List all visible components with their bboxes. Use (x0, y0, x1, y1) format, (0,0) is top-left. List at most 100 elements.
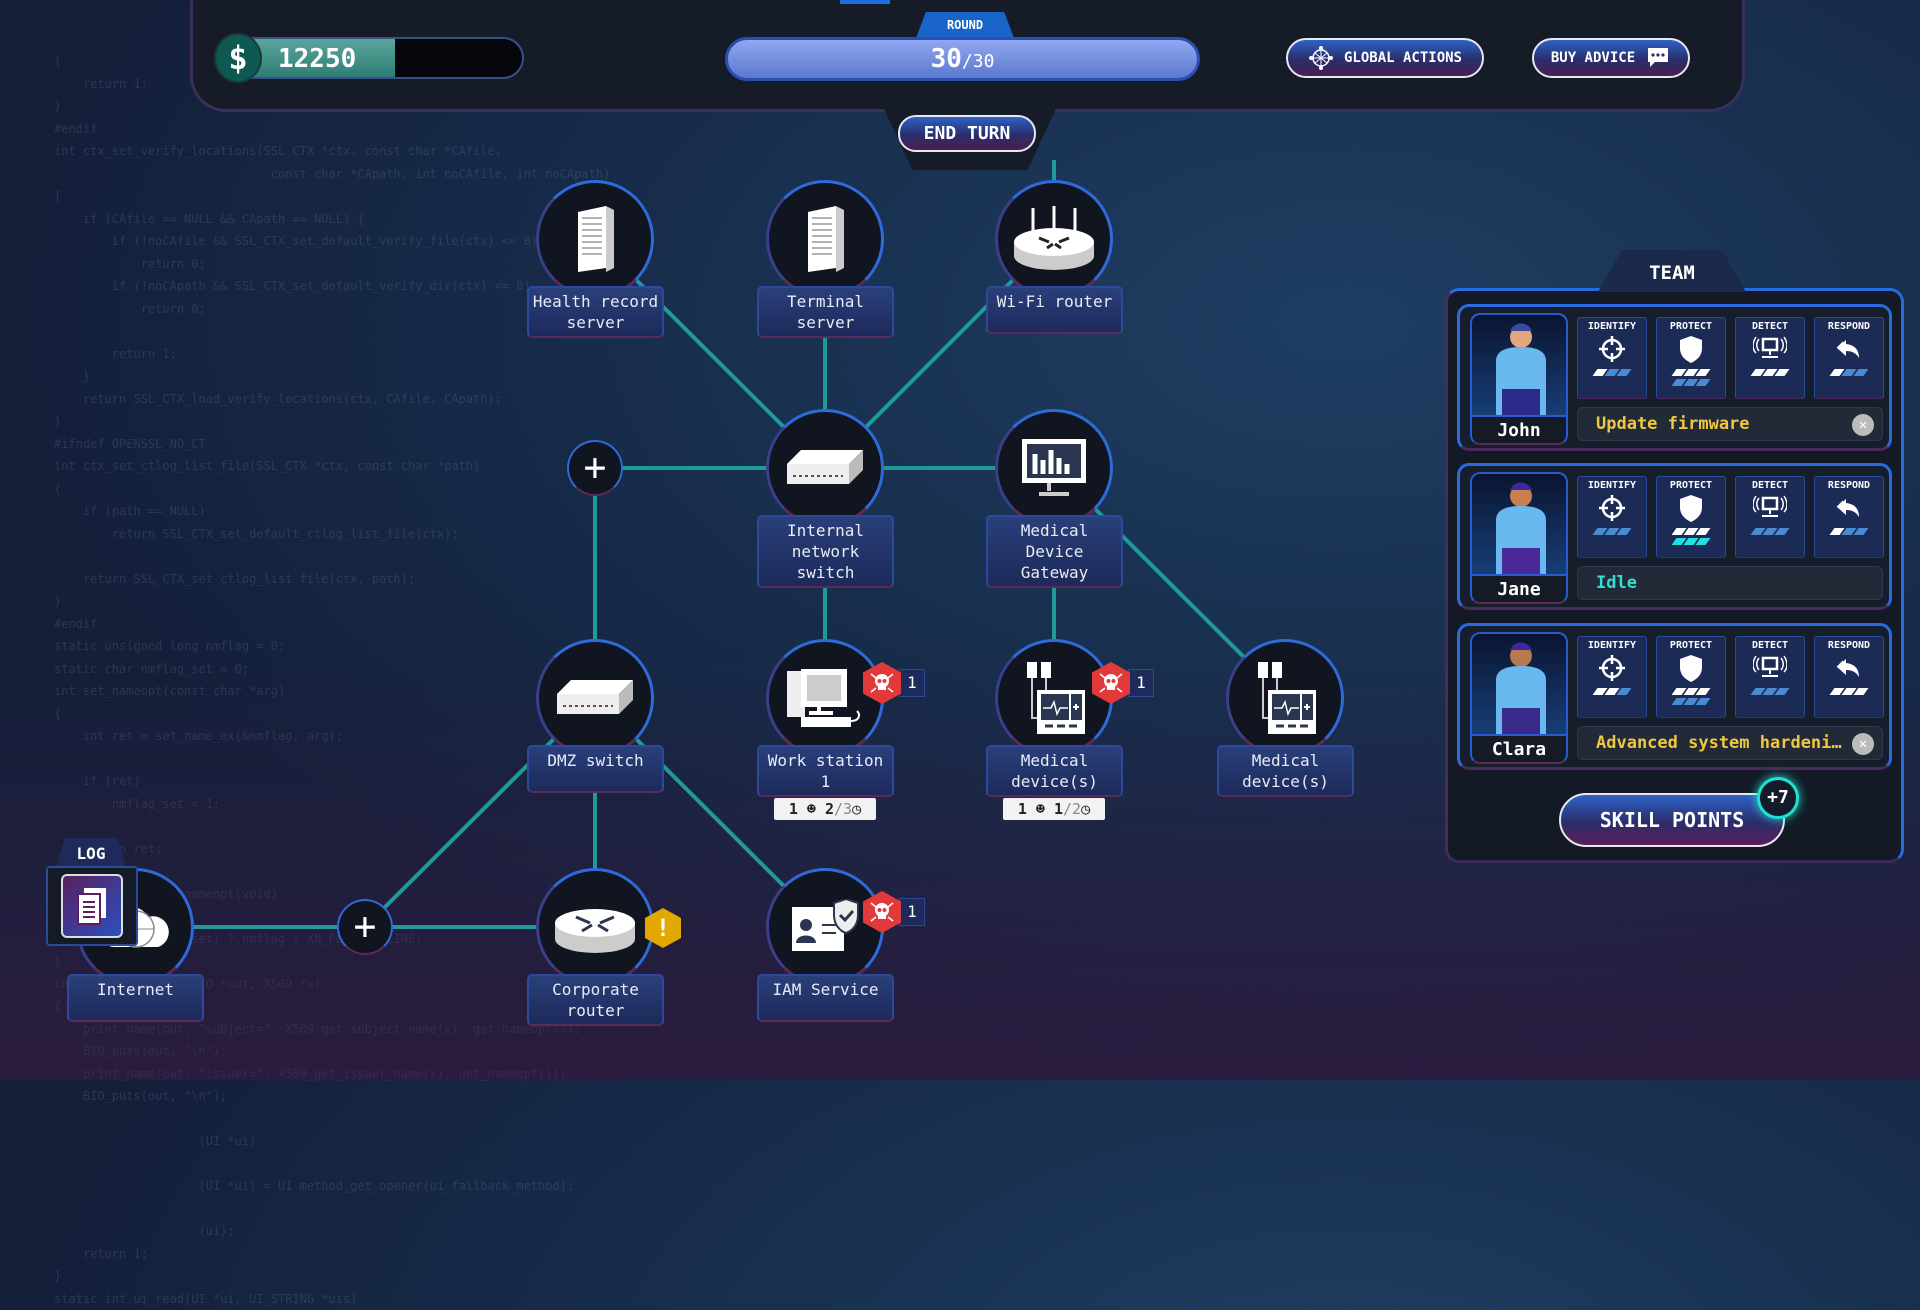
node-terminal[interactable] (766, 180, 884, 298)
node-label[interactable]: Work station 1 (757, 745, 894, 797)
skill-level-bar (1815, 369, 1883, 378)
server-icon (800, 204, 850, 274)
skill-identify[interactable]: IDENTIFY (1577, 476, 1647, 558)
router-icon (552, 897, 638, 957)
skill-identify[interactable]: IDENTIFY (1577, 636, 1647, 718)
node-label[interactable]: Medical device(s) (986, 745, 1123, 797)
end-turn-button[interactable]: END TURN (898, 115, 1036, 152)
server-icon (570, 204, 620, 274)
skill-respond[interactable]: RESPOND (1814, 636, 1884, 718)
skill-detect[interactable]: DETECT (1735, 317, 1805, 399)
node-label[interactable]: IAM Service (757, 974, 894, 1022)
node-label[interactable]: Health record server (527, 286, 664, 338)
malware-skull-icon (863, 891, 901, 933)
node-label[interactable]: Internet (67, 974, 204, 1022)
task-name: Advanced system hardeni… (1596, 733, 1842, 753)
member-name: Clara (1472, 734, 1566, 762)
add-node-button[interactable]: + (337, 899, 393, 955)
skill-pip (1695, 538, 1711, 545)
cancel-task-icon[interactable]: ✕ (1852, 414, 1874, 436)
task-progress: 2 (825, 800, 835, 818)
dollar-icon: $ (214, 33, 262, 83)
task-total: /3 (834, 800, 853, 818)
crosshair-icon (1599, 336, 1625, 362)
add-node-button[interactable]: + (567, 440, 623, 496)
skill-level-bar (1657, 528, 1725, 537)
node-label[interactable]: Terminal server (757, 286, 894, 338)
node-stats: 1 ☻ 2/3◷ (774, 798, 876, 820)
wifi-router-icon (1011, 204, 1097, 274)
skill-label: RESPOND (1827, 480, 1871, 491)
node-label[interactable]: Medical Device Gateway (986, 515, 1123, 588)
node-meddev1[interactable] (995, 639, 1113, 757)
cancel-task-icon[interactable]: ✕ (1852, 733, 1874, 755)
assigned-users: 1 (788, 800, 798, 818)
skill-level-bar (1657, 369, 1725, 378)
skill-protect[interactable]: PROTECT (1656, 636, 1726, 718)
round-total: /30 (961, 51, 995, 72)
skill-respond[interactable]: RESPOND (1814, 317, 1884, 399)
node-internal[interactable] (766, 409, 884, 527)
threat-badge[interactable]: 1 (1092, 662, 1154, 704)
node-wifi[interactable] (995, 180, 1113, 298)
round-current: 30 (930, 44, 962, 74)
skill-points-button[interactable]: SKILL POINTS (1559, 793, 1785, 847)
skill-pip (1774, 688, 1790, 695)
node-gateway[interactable] (995, 409, 1113, 527)
node-corprouter[interactable] (536, 868, 654, 986)
skill-label: DETECT (1751, 480, 1789, 491)
node-dmz[interactable] (536, 639, 654, 757)
threat-badge[interactable]: 1 (863, 891, 925, 933)
person-figure-icon (1496, 482, 1546, 578)
avatar: Jane (1470, 472, 1568, 604)
skill-pip (1853, 688, 1869, 695)
network-monitor-icon (1752, 655, 1788, 677)
member-task[interactable]: Update firmware✕ (1577, 407, 1883, 441)
node-label[interactable]: DMZ switch (527, 745, 664, 793)
skill-label: IDENTIFY (1587, 321, 1637, 332)
node-label[interactable]: Internal network switch (757, 515, 894, 588)
node-health[interactable] (536, 180, 654, 298)
node-label[interactable]: Medical device(s) (1217, 745, 1354, 797)
team-title: TEAM (1598, 250, 1746, 292)
log-button[interactable] (46, 866, 138, 946)
global-actions-label: GLOBAL ACTIONS (1343, 50, 1462, 66)
node-meddev2[interactable] (1226, 639, 1344, 757)
money-value: 12250 (278, 44, 357, 74)
skill-level-bar (1657, 538, 1725, 547)
threat-badge[interactable]: 1 (863, 662, 925, 704)
skill-pip (1695, 688, 1711, 695)
person-figure-icon (1496, 642, 1546, 738)
buy-advice-label: BUY ADVICE (1550, 50, 1636, 66)
background-code: { return 1; } #endif int ctx_set_verify_… (54, 54, 611, 1306)
skill-identify[interactable]: IDENTIFY (1577, 317, 1647, 399)
id-card-icon (790, 899, 860, 955)
skill-detect[interactable]: DETECT (1735, 476, 1805, 558)
skill-respond[interactable]: RESPOND (1814, 476, 1884, 558)
warning-badge[interactable]: ! (645, 908, 681, 948)
buy-advice-button[interactable]: BUY ADVICE (1532, 38, 1690, 78)
skill-label: IDENTIFY (1587, 640, 1637, 651)
crosshair-icon (1599, 655, 1625, 681)
skill-protect[interactable]: PROTECT (1656, 317, 1726, 399)
member-task[interactable]: Advanced system hardeni… ✕ (1577, 726, 1883, 760)
skill-label: PROTECT (1669, 480, 1713, 491)
malware-skull-icon (863, 662, 901, 704)
member-name: John (1472, 415, 1566, 443)
assigned-users: 1 (1017, 800, 1027, 818)
skill-level-bar (1815, 528, 1883, 537)
global-actions-button[interactable]: GLOBAL ACTIONS (1286, 38, 1484, 78)
skill-level-bar (1736, 688, 1804, 697)
skill-detect[interactable]: DETECT (1735, 636, 1805, 718)
node-label[interactable]: Corporate router (527, 974, 664, 1026)
member-task[interactable]: Idle (1577, 566, 1883, 600)
skill-protect[interactable]: PROTECT (1656, 476, 1726, 558)
top-accent (840, 0, 890, 4)
person-figure-icon (1496, 323, 1546, 419)
skill-pip (1695, 379, 1711, 386)
skill-level-bar (1657, 688, 1725, 697)
node-label[interactable]: Wi-Fi router (986, 286, 1123, 334)
